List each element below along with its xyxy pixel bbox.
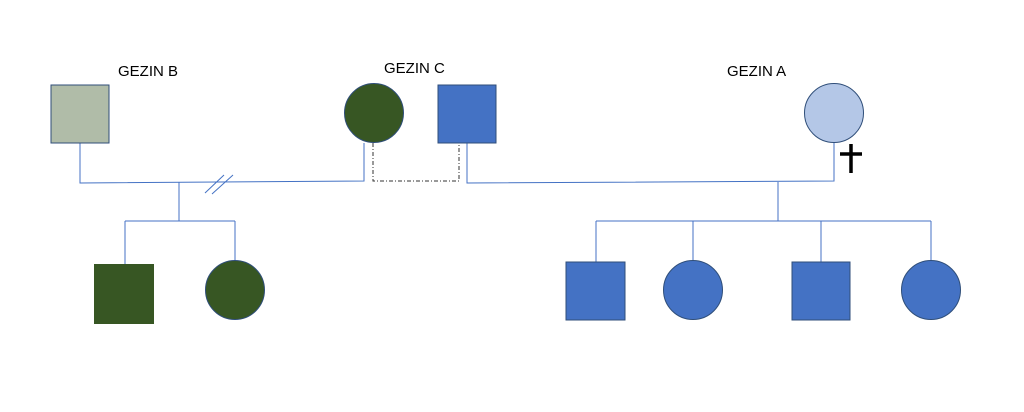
divorce-mark-2 <box>211 174 234 195</box>
son-c-a-2 <box>791 261 851 321</box>
family-c-label: GEZIN C <box>384 60 445 77</box>
son-b-c <box>94 264 154 324</box>
partnership-line-c-a <box>466 143 835 184</box>
daughter-c-a-2 <box>901 260 961 320</box>
family-b-label: GEZIN B <box>118 63 178 80</box>
daughter-b-c <box>205 260 265 320</box>
partnership-line-b-c <box>79 143 365 184</box>
family-a-label: GEZIN A <box>727 63 786 80</box>
partnership-c-a <box>466 143 932 262</box>
female-family-a <box>804 83 864 143</box>
male-family-b <box>50 84 110 144</box>
relationship-line-c <box>372 143 460 182</box>
daughter-c-a-1 <box>663 260 723 320</box>
divorce-mark-1 <box>204 174 225 194</box>
female-family-c <box>344 83 404 143</box>
partnership-b-c <box>79 143 365 264</box>
son-c-a-1 <box>565 261 626 321</box>
cross-icon <box>840 144 862 173</box>
male-family-c <box>437 84 497 144</box>
